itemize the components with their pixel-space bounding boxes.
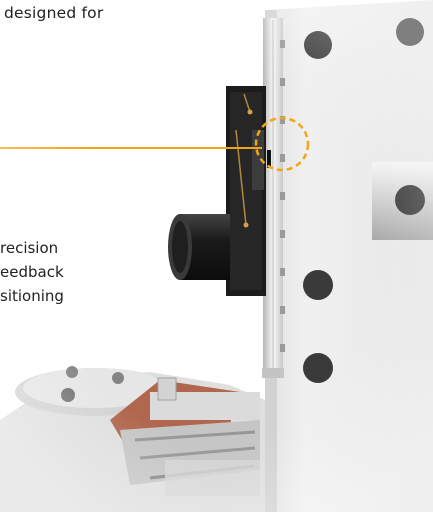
caption-top-line: designed for: [4, 4, 104, 22]
caption-line-positioning: sitioning: [0, 287, 64, 305]
caption-block: recision eedback sitioning: [0, 236, 64, 308]
caption-line-precision: recision: [0, 239, 59, 257]
caption-line-feedback: eedback: [0, 263, 64, 281]
